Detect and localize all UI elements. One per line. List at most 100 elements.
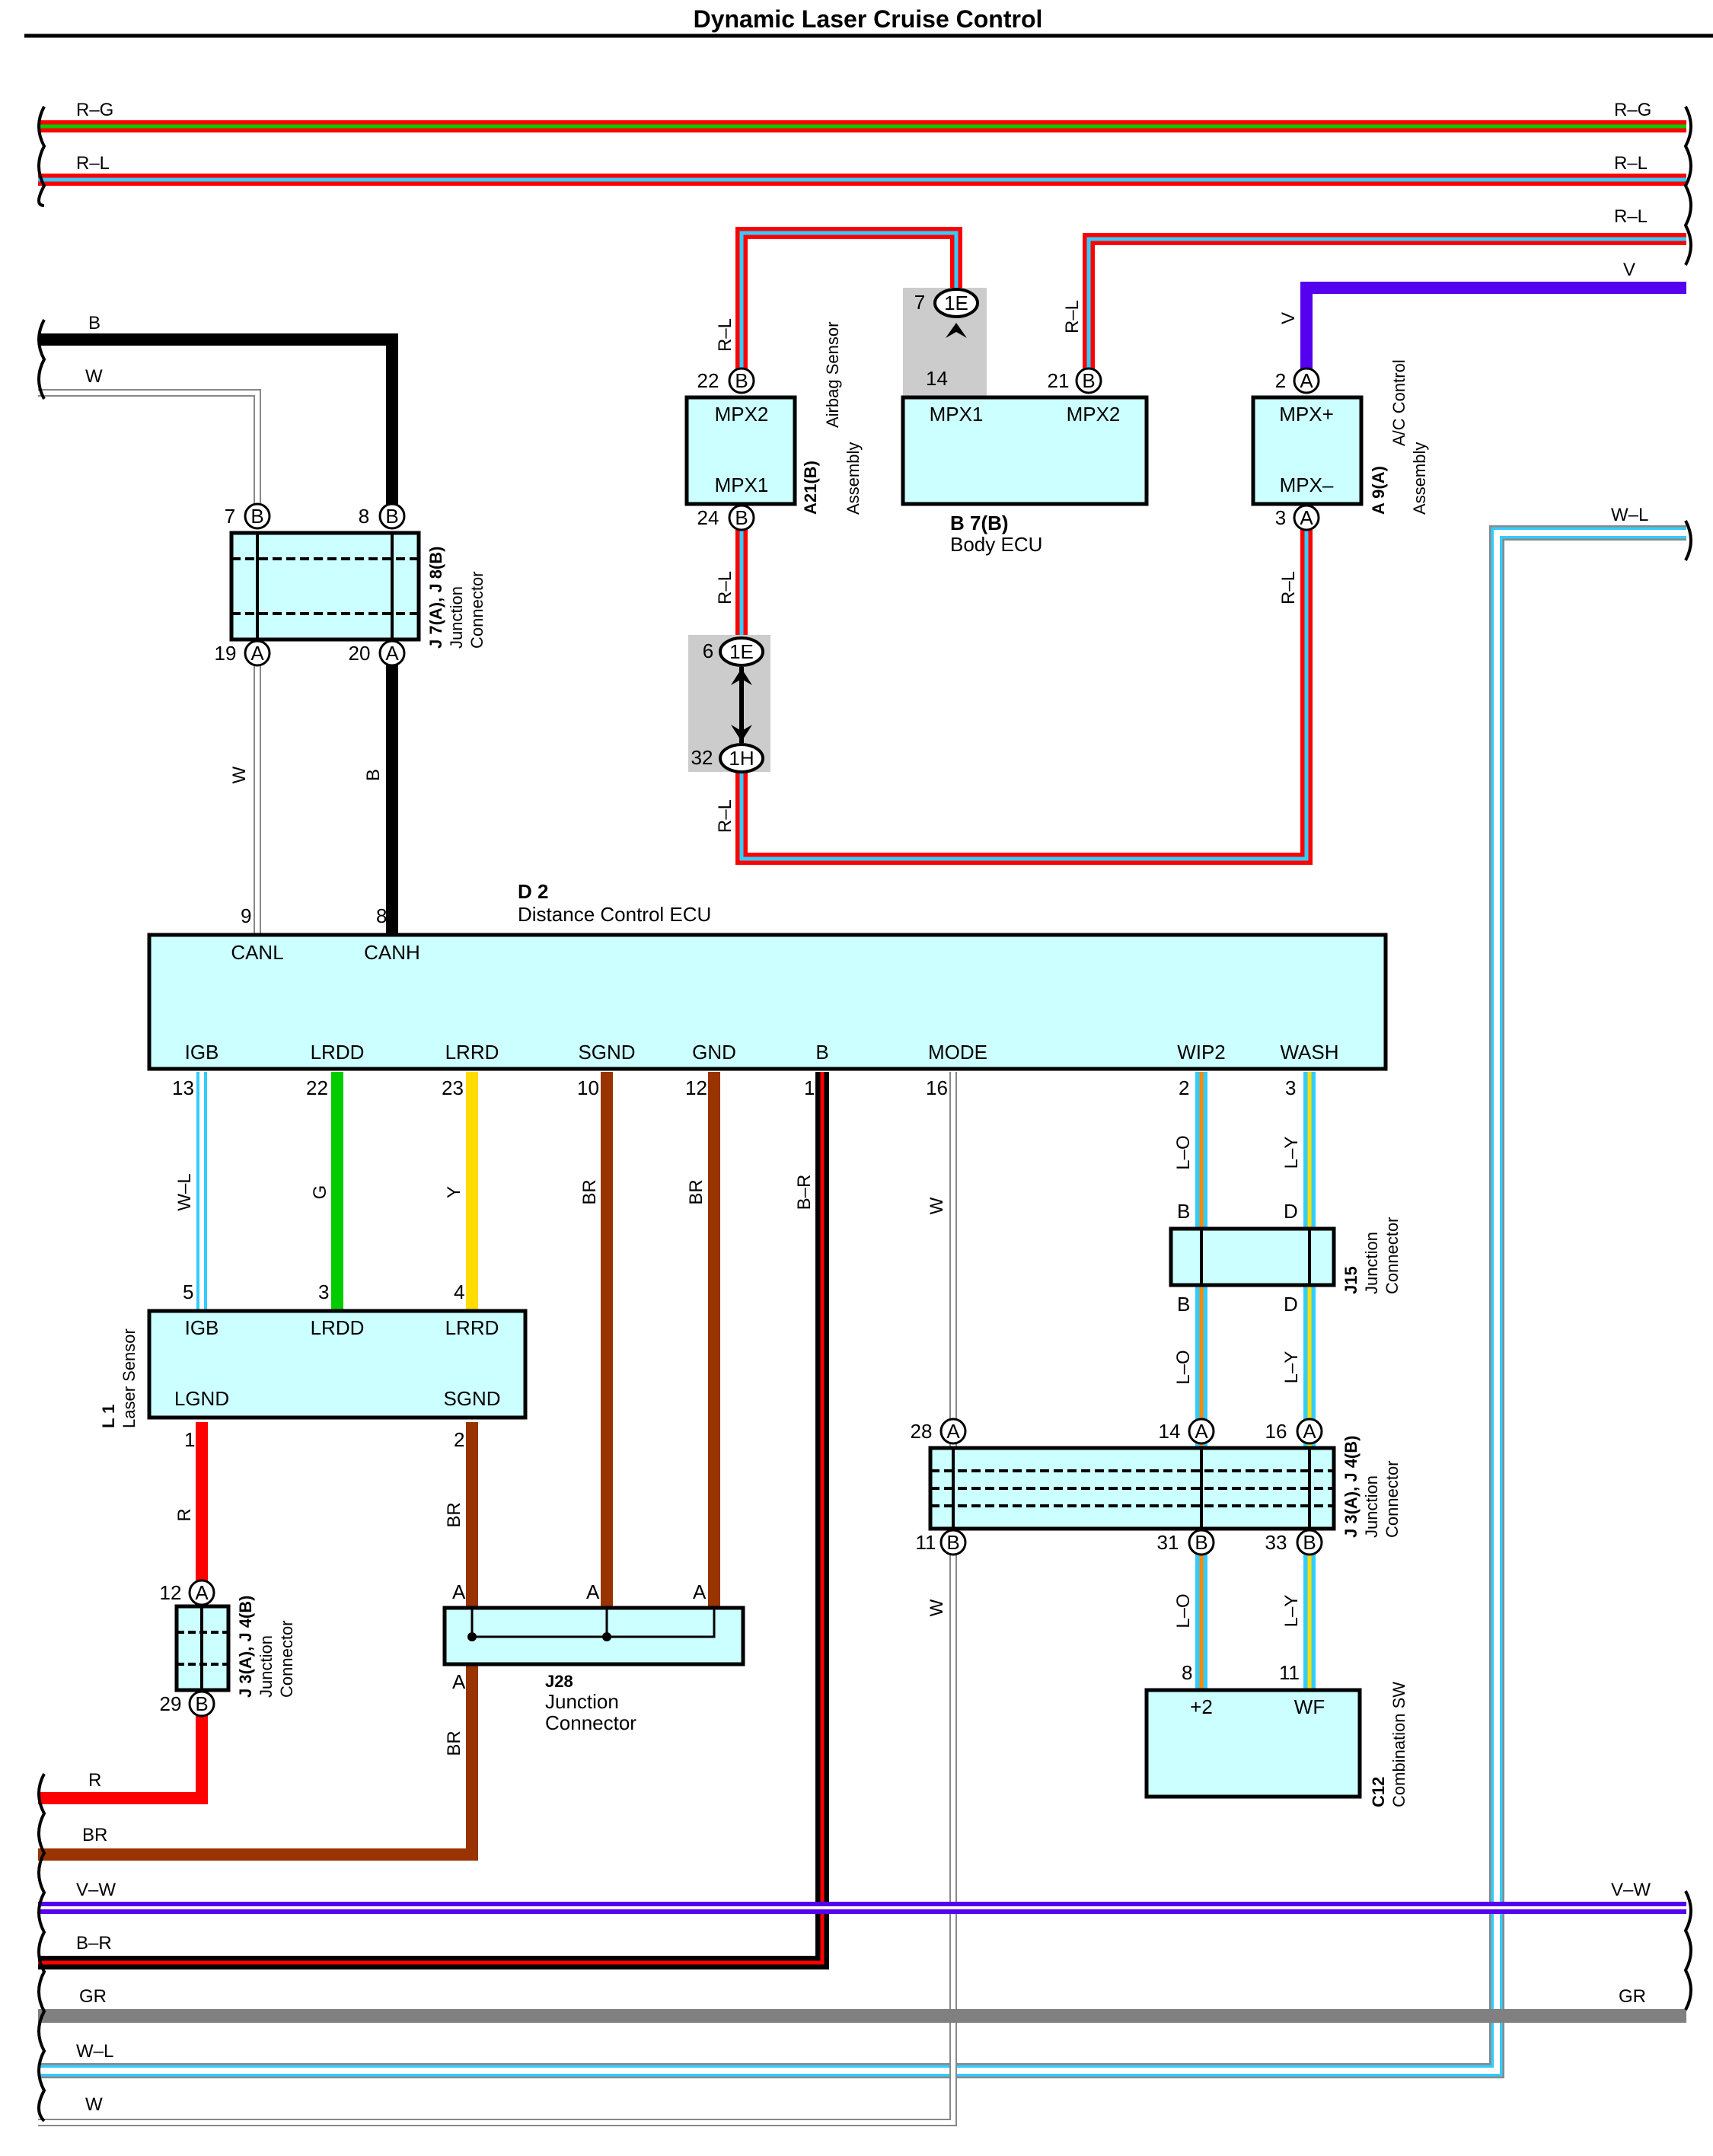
wire-w-can-in: [38, 391, 260, 516]
component-code: J28: [545, 1672, 573, 1691]
bus-labels: R–G R–G R–L R–L R–L V W–L B W R BR V–W V…: [76, 100, 1651, 2115]
wire-label: L–Y: [1281, 1351, 1302, 1384]
wire-jc-ac-stripe: [739, 518, 1309, 861]
wire-lgnd-low: [38, 1705, 208, 1804]
wire-label: B–R: [794, 1175, 815, 1210]
terminal-label: LGND: [174, 1387, 229, 1410]
bus-label: V–W: [1611, 1880, 1651, 1900]
pin-number: 16: [926, 1076, 948, 1099]
wire-label: BR: [444, 1502, 464, 1527]
terminal-label: LRRD: [445, 1041, 499, 1064]
bus-label: R–G: [1614, 100, 1651, 120]
distance-control-ecu: D 2 Distance Control ECU 9 CANL 8 CANH I…: [147, 880, 1388, 1099]
pin-conn-letter: B: [250, 505, 263, 528]
bus-label: B: [88, 313, 100, 333]
pin-number: 11: [916, 1531, 936, 1554]
bus-label: R–L: [1614, 153, 1648, 174]
component-name: Junction: [545, 1690, 619, 1713]
pin-connector: [939, 1529, 967, 1556]
terminal-label: MPX2: [715, 403, 769, 426]
joint-pin-number: 14: [926, 367, 948, 390]
wire-label: BR: [686, 1179, 707, 1204]
wire-label: BR: [444, 1730, 464, 1756]
pin-number: 1: [804, 1076, 815, 1099]
airbag-joint-connector: 1E 6 1H 32: [688, 635, 770, 773]
pin-number: 12: [685, 1076, 707, 1099]
bus-label: B–R: [76, 1933, 112, 1953]
terminal-label: LRRD: [445, 1316, 499, 1339]
pin-number: 21: [1048, 369, 1070, 392]
break-left-top: [37, 106, 46, 207]
pin-connector: [1293, 504, 1320, 531]
wire-br-stripe: [38, 1072, 825, 1965]
terminal-label: SGND: [578, 1041, 635, 1064]
wire-label: R: [174, 1508, 195, 1521]
component-name: Body ECU: [950, 533, 1042, 556]
component-code: B 7(B): [950, 512, 1009, 534]
pin-conn-letter: A: [250, 642, 264, 665]
wire-label: W: [927, 1599, 947, 1616]
wire-label: R–L: [715, 799, 735, 833]
wire-jc-ac: [735, 518, 1313, 865]
joint-code: 1E: [729, 640, 754, 663]
pin-number: 29: [160, 1692, 182, 1715]
wire-label: L–O: [1173, 1350, 1194, 1384]
pin-letter: A: [452, 1580, 466, 1603]
joint-arrow: [946, 323, 967, 338]
component-name: Distance Control ECU: [518, 903, 711, 926]
pin-number: 16: [1265, 1420, 1287, 1443]
wire-label: L–O: [1173, 1593, 1194, 1628]
component-name: Junction: [1362, 1232, 1381, 1294]
pin-number: 28: [911, 1420, 933, 1443]
wire-v: [1300, 282, 1686, 381]
wire-label: L–Y: [1281, 1595, 1302, 1628]
bus-label: W: [85, 366, 103, 387]
bus-label: R–L: [76, 153, 110, 174]
component-box: [147, 1309, 528, 1420]
component-name: Junction: [1362, 1475, 1381, 1538]
j15-junction-connector: B D B D J15 Junction Connector: [1169, 1200, 1402, 1316]
pin-number: 7: [225, 505, 235, 528]
pin-number: 23: [442, 1076, 464, 1099]
pin-conn-letter: B: [946, 1531, 959, 1554]
terminal-label: MPX1: [715, 474, 769, 496]
pin-number: 24: [697, 506, 719, 529]
joint-arrow-down: [731, 725, 752, 742]
pin-letter: B: [1177, 1200, 1190, 1223]
wire-label: BR: [579, 1179, 600, 1204]
component-box: [684, 395, 797, 506]
component-name: Airbag Sensor: [823, 322, 842, 428]
pin-connector: [244, 639, 271, 667]
joint-code: 1E: [944, 292, 968, 314]
pin-connector: [378, 502, 406, 530]
pin-number: 1: [184, 1428, 195, 1451]
junction-bus: [471, 1608, 716, 1638]
pin-connector: [1293, 367, 1320, 394]
pin-conn-letter: A: [1195, 1420, 1208, 1443]
bus-label: W: [85, 2094, 103, 2115]
airbag-sensor-assembly: B 22 B 24 MPX2 MPX1 A21(B) Airbag Sensor…: [684, 322, 863, 531]
bus-label: GR: [79, 1986, 107, 2007]
joint-pin-number: 32: [691, 746, 713, 769]
pin-conn-letter: B: [735, 369, 748, 392]
wire-label: B: [363, 769, 384, 781]
component-name: A/C Control: [1389, 359, 1408, 446]
pin-conn-letter: A: [946, 1420, 960, 1443]
break-right-wl: [1684, 520, 1692, 561]
terminal-label: B: [815, 1041, 828, 1064]
component-box: [229, 531, 421, 642]
terminal-label: MPX1: [930, 403, 984, 426]
wire-wl-right-in: [38, 527, 1686, 2077]
joint-pin-number: 6: [703, 639, 713, 662]
pin-number: 2: [1275, 369, 1286, 392]
wire-label: W: [229, 766, 250, 783]
terminal-label: SGND: [443, 1387, 500, 1410]
wire-sensor-sgnd: [38, 1422, 478, 1861]
pin-letter: A: [693, 1580, 707, 1603]
j3-j4-small-junction: A 12 B 29 J 3(A), J 4(B) Junction Connec…: [160, 1579, 296, 1717]
pin-number: 2: [454, 1428, 464, 1451]
wire-label: Y: [444, 1186, 464, 1198]
wire-body-rl: [1083, 233, 1686, 381]
body-joint-connector: 1E 7 14: [903, 288, 987, 396]
component-code: L 1: [99, 1405, 118, 1428]
